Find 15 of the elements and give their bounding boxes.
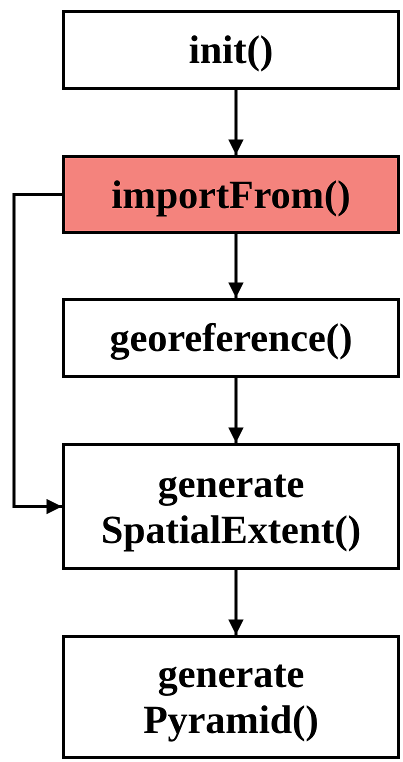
arrow: [228, 570, 244, 635]
process-box: [62, 155, 400, 234]
function-label: georeference(): [110, 315, 352, 361]
function-label: importFrom(): [111, 172, 351, 218]
function-label: generate Pyramid(): [142, 651, 320, 743]
function-label: generate SpatialExtent(): [100, 460, 362, 552]
arrow: [228, 378, 244, 443]
arrow: [228, 234, 244, 298]
function-label: init(): [188, 27, 274, 73]
process-box: [62, 10, 400, 90]
arrow: [228, 90, 244, 155]
arrow: [12, 193, 62, 514]
process-box: [62, 298, 400, 378]
process-box: [62, 635, 400, 759]
process-box: [62, 443, 400, 570]
